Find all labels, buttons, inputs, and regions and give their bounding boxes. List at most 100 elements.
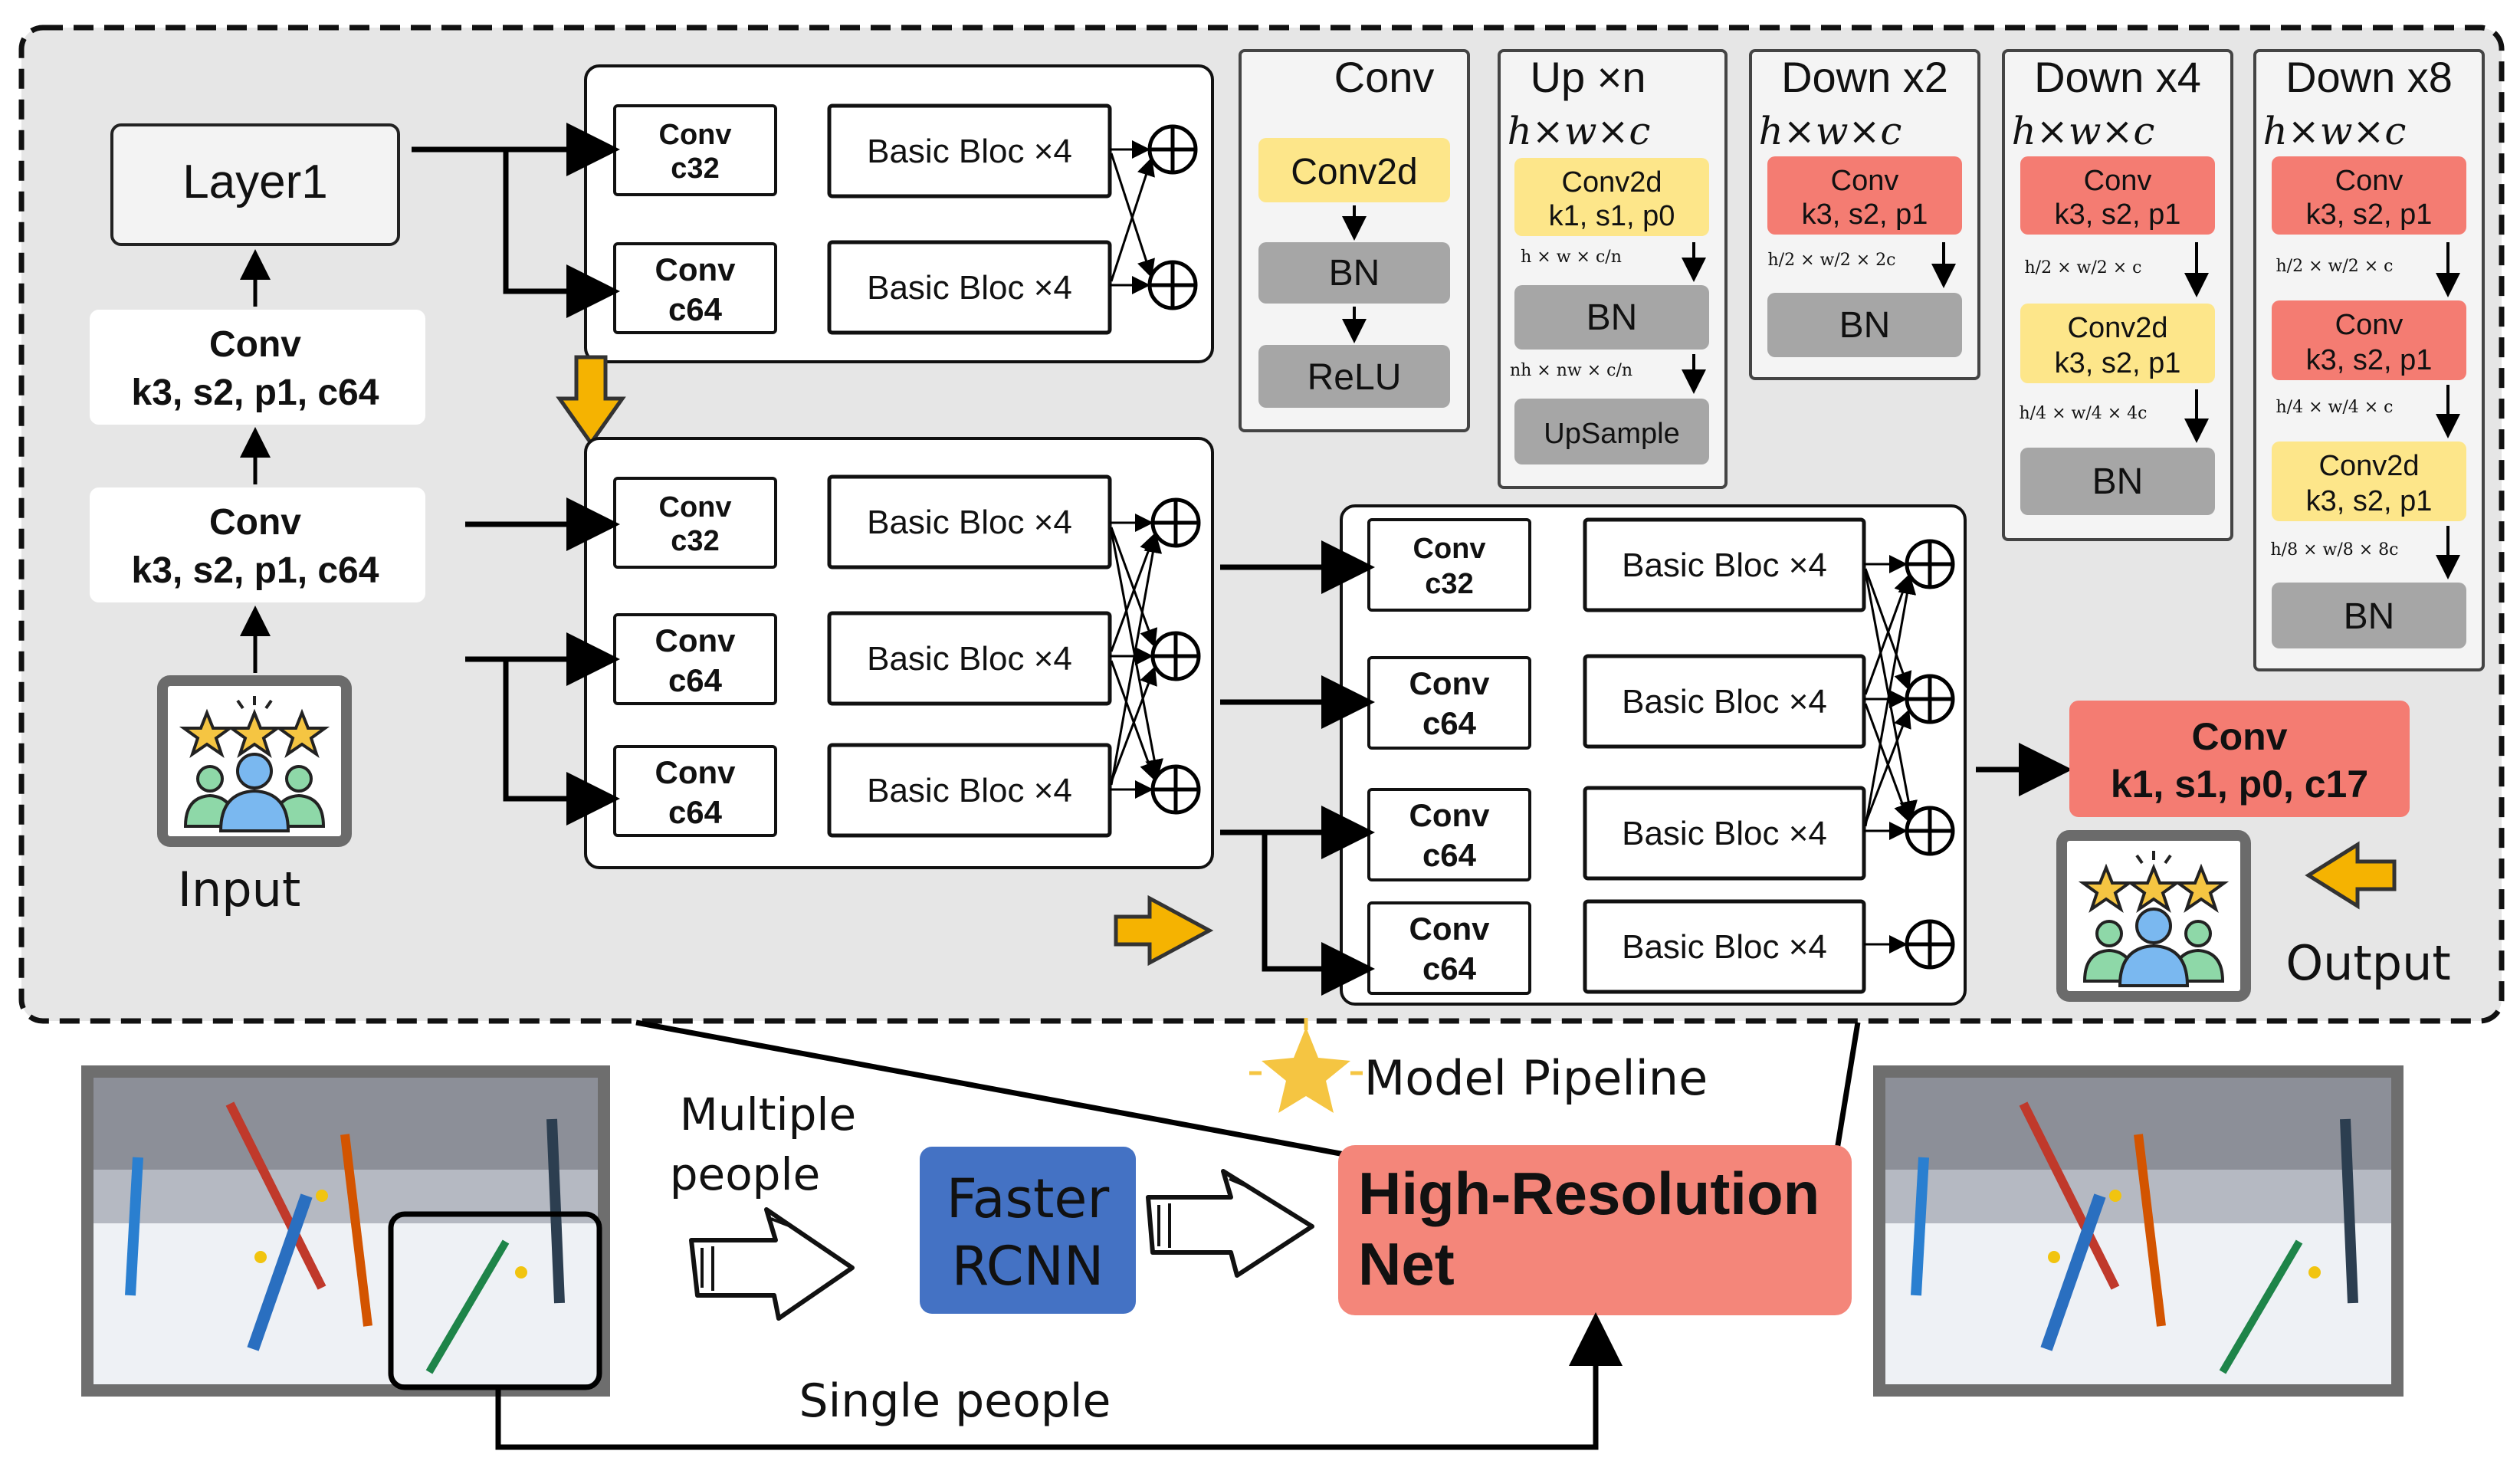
svg-text:Conv: Conv [655,754,737,790]
svg-text:Basic Bloc ×4: Basic Bloc ×4 [867,504,1072,541]
svg-text:h/4 × w/4 × c: h/4 × w/4 × c [2276,398,2394,417]
svg-text:k3, s2, p1: k3, s2, p1 [2055,199,2181,231]
layer1-box: Layer1 [110,123,400,246]
svg-text:h×w×c: h×w×c [1759,109,1902,153]
svg-text:Basic Bloc ×4: Basic Bloc ×4 [1622,815,1827,852]
input-label: Input [178,862,301,917]
svg-text:h×w×c: h×w×c [1508,109,1651,153]
svg-text:Conv2d: Conv2d [1562,166,1662,199]
svg-text:Conv: Conv [659,119,732,151]
svg-text:Conv: Conv [2192,715,2288,758]
svg-text:Basic Bloc ×4: Basic Bloc ×4 [867,133,1072,170]
svg-text:c64: c64 [668,794,723,830]
svg-text:k3, s2, p1: k3, s2, p1 [2306,485,2433,517]
svg-text:High-Resolution: High-Resolution [1358,1160,1819,1227]
svg-text:c64: c64 [1422,950,1477,986]
svg-text:h × w × c/n: h × w × c/n [1521,248,1622,267]
svg-text:UpSample: UpSample [1544,418,1679,450]
svg-text:c64: c64 [668,291,723,327]
svg-text:BN: BN [1839,305,1891,346]
svg-text:Conv: Conv [1334,53,1435,101]
stem-conv-top: Conv k3, s2, p1, c64 [90,310,425,425]
output-conv: Conv k1, s1, p0, c17 [2069,701,2410,817]
svg-text:c32: c32 [671,153,719,185]
svg-text:Conv: Conv [1831,165,1899,197]
svg-text:Conv: Conv [1409,797,1491,833]
svg-text:Basic Bloc ×4: Basic Bloc ×4 [1622,547,1827,584]
svg-text:Conv: Conv [209,324,301,365]
svg-text:Conv: Conv [2335,309,2404,341]
svg-text:Up ×n: Up ×n [1531,53,1646,101]
stage2: Conv c32 Basic Bloc ×4 Conv c64 Basic Bl… [584,437,1214,869]
svg-text:ReLU: ReLU [1308,357,1402,398]
svg-text:k1, s1, p0: k1, s1, p0 [1549,200,1675,232]
svg-text:h/8 × w/8 × 8c: h/8 × w/8 × 8c [2271,540,2399,560]
hrnet-box: High-Resolution Net [1338,1145,1852,1315]
svg-text:BN: BN [1329,253,1380,294]
svg-text:k3, s2, p1: k3, s2, p1 [2055,347,2181,379]
svg-text:RCNN: RCNN [952,1235,1104,1298]
stem-conv-bottom: Conv k3, s2, p1, c64 [90,487,425,602]
faster-rcnn-box: Faster RCNN [920,1147,1136,1314]
svg-text:c64: c64 [1422,705,1477,741]
svg-text:Conv: Conv [655,251,737,287]
output-photo [1873,1065,2404,1397]
svg-text:c64: c64 [668,662,723,698]
legend-conv: Conv Conv2d BN ReLU [1239,49,1470,432]
model-pipeline-label: Model Pipeline [1364,1050,1708,1106]
svg-text:k3, s2, p1, c64: k3, s2, p1, c64 [132,373,379,413]
svg-text:Conv: Conv [1409,911,1491,947]
single-people-label: Single people [799,1374,1111,1428]
svg-text:Conv2d: Conv2d [1291,152,1417,192]
input-photo [81,1065,610,1397]
svg-text:BN: BN [2344,596,2395,637]
svg-text:Conv2d: Conv2d [2068,312,2168,344]
orange-left-arrow [2305,841,2397,910]
svg-text:Conv: Conv [655,622,737,658]
svg-text:h×w×c: h×w×c [2012,109,2155,153]
svg-text:Basic Bloc ×4: Basic Bloc ×4 [867,269,1072,307]
svg-text:h/2 × w/2 × c: h/2 × w/2 × c [2025,258,2142,277]
output-people-icon [2062,835,2246,996]
orange-right-arrow [1114,894,1214,967]
input-people-icon [162,681,346,842]
svg-text:BN: BN [1586,297,1638,338]
legend-down8: Down x8 h×w×c Conv k3, s2, p1 h/2 × w/2 … [2253,49,2485,671]
svg-text:Faster: Faster [947,1167,1110,1230]
svg-text:Down x4: Down x4 [2034,53,2201,101]
sketch-arrow-2 [1146,1169,1314,1278]
svg-text:Conv: Conv [2335,165,2404,197]
svg-text:c64: c64 [1422,837,1477,873]
svg-text:Conv: Conv [1413,533,1486,565]
svg-text:nh × nw × c/n: nh × nw × c/n [1510,361,1632,380]
svg-text:k1, s1, p0, c17: k1, s1, p0, c17 [2111,763,2368,806]
svg-text:Down x8: Down x8 [2285,53,2453,101]
svg-text:c32: c32 [1425,568,1473,600]
svg-text:k3, s2, p1, c64: k3, s2, p1, c64 [132,550,379,591]
legend-up: Up ×n h×w×c Conv2d k1, s1, p0 h × w × c/… [1498,49,1728,489]
stage3: Conv c32 Basic Bloc ×4 Conv c64 Basic Bl… [1340,504,1967,1006]
multiple-people-l1: Multiple [680,1088,856,1141]
svg-text:k3, s2, p1: k3, s2, p1 [2306,344,2433,376]
sketch-arrow-1 [689,1207,855,1321]
svg-text:Conv: Conv [1409,665,1491,701]
output-label: Output [2285,935,2450,991]
svg-text:h/2 × w/2 × 2c: h/2 × w/2 × 2c [1768,251,1896,270]
model-pipeline-star [1249,1018,1363,1113]
svg-text:h×w×c: h×w×c [2263,109,2407,153]
svg-text:Basic Bloc ×4: Basic Bloc ×4 [1622,928,1827,966]
svg-text:Basic Bloc ×4: Basic Bloc ×4 [867,772,1072,809]
svg-text:BN: BN [2092,461,2144,502]
legend-down4: Down x4 h×w×c Conv k3, s2, p1 h/2 × w/2 … [2002,49,2233,541]
svg-text:Conv: Conv [659,491,732,524]
svg-text:h/4 × w/4 × 4c: h/4 × w/4 × 4c [2020,404,2148,423]
svg-text:Conv: Conv [2084,165,2152,197]
multiple-people-l2: people [670,1148,821,1200]
legend-down2: Down x2 h×w×c Conv k3, s2, p1 h/2 × w/2 … [1749,49,1980,380]
svg-text:Basic Bloc ×4: Basic Bloc ×4 [867,640,1072,678]
layer1-label: Layer1 [182,156,328,208]
svg-text:k3, s2, p1: k3, s2, p1 [1802,199,1928,231]
stage1: Conv c32 Basic Bloc ×4 Conv c64 Basic Bl… [584,64,1214,363]
svg-text:k3, s2, p1: k3, s2, p1 [2306,199,2433,231]
